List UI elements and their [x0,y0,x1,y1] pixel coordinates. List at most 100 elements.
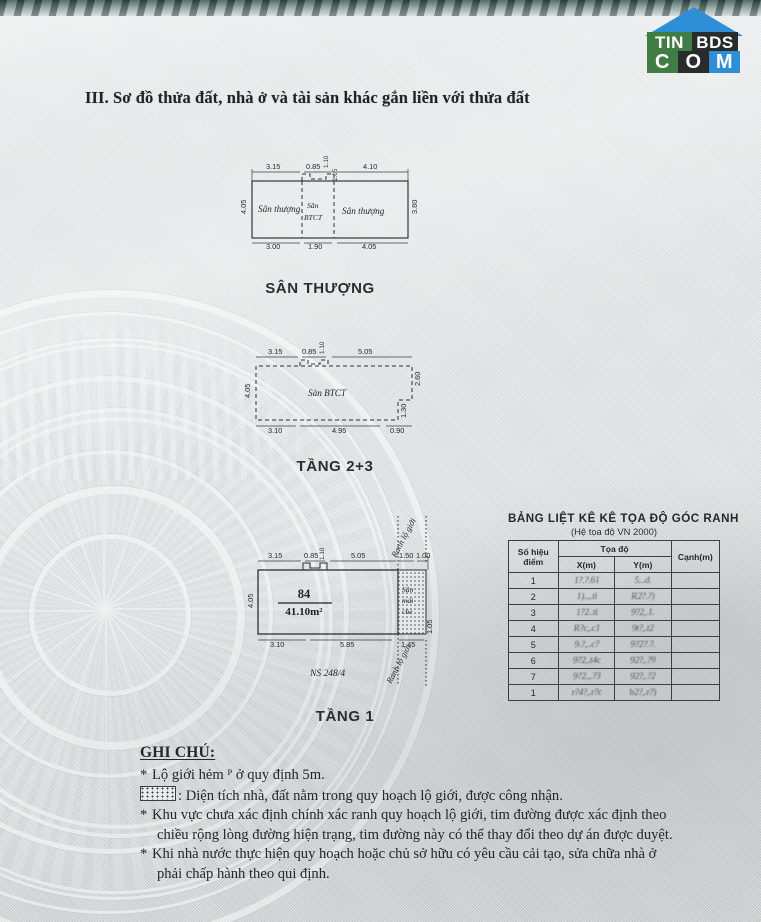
photo-top-edge-band [0,0,761,16]
coordinate-grid: Số hiệu điểm Tọa độ Cạnh(m) X(m) Y(m) 1 … [508,540,721,701]
cell-x: R?c,.c1 [557,620,616,637]
note-line: *Lộ giới hẻm ᴾ ở quy định 5m. [140,766,750,786]
dim-f1-top-1: 3.15 [268,551,282,560]
room-label-covered-1: Sân [402,585,414,594]
caption-floor1: TẦNG 1 [315,708,375,725]
room-label-covered-3: che [402,607,413,616]
cell-side [670,588,721,605]
dim-f23-top-3: 5.05 [358,347,372,356]
dim-roof-left: 4.05 [239,200,248,214]
cell-x: 9?2,.t4c [557,652,616,669]
room-label-f23: Sàn BTCT [308,388,347,398]
cell-side [670,572,721,589]
floor-plan-floor1: Ranh lộ giới Ranh lộ giới 3.15 0.85 5.05… [246,508,446,688]
room-label-covered-2: mái [402,596,413,605]
dim-roof-small-b: 1.05 [332,168,339,181]
cell-point: 3 [508,604,559,621]
dim-f1-top-4: 1.50 [399,551,413,560]
note-line: chiều rộng lòng đường hiện trạng, tim đư… [140,826,750,846]
coordinate-table: BẢNG LIỆT KÊ KÊ TỌA ĐỘ GÓC RANH (Hệ tọa … [508,512,739,701]
logo-bds-text: BDS [692,32,738,53]
note-line: *Khu vực chưa xác định chính xác ranh qu… [140,806,750,826]
logo-m-text: M [709,51,740,73]
dim-f23-right-lower: 1.30 [399,404,408,418]
note-text: Khu vực chưa xác định chính xác ranh quy… [152,807,667,823]
header-point: Số hiệu điểm [508,540,559,573]
floor-plan-roof: 3.15 0.85 4.10 1.10 1.05 3.00 1.90 4.05 … [238,148,428,253]
cell-x: 9?2.,.?3 [557,668,616,685]
cell-y: R2?.?) [614,588,672,605]
note-text: Lộ giới hẻm ᴾ ở quy định 5m. [152,767,325,783]
cell-y: 92?,.?9 [614,652,672,669]
table-row: 6 9?2,.t4c 92?,.?9 [508,652,721,669]
note-line-legend: : Diện tích nhà, đất nằm trong quy hoạch… [140,785,750,807]
coordinate-table-subtitle: (Hệ tọa độ VN 2000) [571,526,657,537]
caption-floor23: TẦNG 2+3 [296,458,374,475]
cell-y: b2?,.r?) [614,684,672,701]
dim-f23-top-2: 0.85 [302,347,316,356]
cell-x: r?4?,.r?c [557,684,616,701]
dim-f23-bottom-3: 0.90 [390,426,404,435]
table-header-row: Số hiệu điểm Tọa độ Cạnh(m) [508,540,721,573]
cell-x: 1?2..ti [557,604,616,621]
note-text: chiều rộng lòng đường hiện trạng, tim đư… [157,826,673,843]
cell-point: 1 [508,684,559,701]
cell-y: 9?2,.1. [614,604,672,621]
note-text: Khi nhà nước thực hiện quy hoạch hoặc ch… [152,846,657,862]
bullet-star: * [140,807,148,823]
dim-roof-top-2: 0.85 [306,162,320,171]
table-row: 1 r?4?,.r?c b2?,.r?) [508,684,721,701]
header-coords-group: Tọa độ [557,540,672,557]
dim-roof-bottom-1: 3.00 [266,242,280,251]
plot-area: 41.10m² [285,606,323,618]
dim-f1-right: 1.05 [425,620,434,634]
logo-c-text: C [647,51,678,73]
dim-f23-bottom-1: 3.10 [268,426,282,435]
note-line: *Khi nhà nước thực hiện quy hoạch hoặc c… [140,845,750,865]
coordinate-table-title: BẢNG LIỆT KÊ KÊ TỌA ĐỘ GÓC RANH [508,512,739,525]
dim-f1-top-3: 5.05 [351,551,365,560]
planning-area-swatch-icon [140,785,176,801]
dim-f23-right-upper: 2.60 [413,372,422,386]
table-row: 4 R?c,.c1 9t?,.t2 [508,620,721,637]
cell-y: 5...d. [614,572,672,589]
cell-y: 9t?,.t2 [614,620,672,637]
table-row: 2 1)..,.ti R2?.?) [508,588,721,605]
cell-point: 2 [508,588,559,605]
room-label-roof-mid-1: Sân [307,201,319,210]
table-row: 5 9.?,..c? 9?2?.?. [508,636,721,653]
header-point-line1: Số hiệu [517,546,549,557]
cell-side [670,604,721,621]
dim-f1-bottom-1: 3.10 [270,640,284,649]
dim-roof-top-3: 4.10 [363,162,377,171]
note-text: phải chấp hành theo qui định. [157,865,330,882]
cell-x: 1)..,.ti [557,588,616,605]
dim-roof-right: 3.80 [410,200,419,214]
cell-point: 7 [508,668,559,685]
tinbds-logo[interactable]: TIN BDS C O M [639,6,749,73]
caption-roof: SÂN THƯỢNG [265,280,375,297]
bullet-star: * [140,767,148,783]
cell-point: 1 [508,572,559,589]
dim-f23-left: 4.05 [243,384,252,398]
room-label-roof-right: Sân thượng [342,206,385,216]
page-title: III. Sơ đồ thửa đất, nhà ở và tài sản kh… [85,88,530,107]
cell-side [670,636,721,653]
header-side: Cạnh(m) [670,540,721,573]
cell-y: 92?,.?2 [614,668,672,685]
dim-roof-bottom-2: 1.90 [308,242,322,251]
dim-f1-left: 4.05 [246,594,255,608]
dim-f1-notch: 1.10 [319,547,326,560]
note-line: phải chấp hành theo qui định. [140,865,750,885]
dim-roof-bottom-3: 4.05 [362,242,376,251]
dim-f1-top-5: 1.00 [416,551,430,560]
notes-section: GHI CHÚ: *Lộ giới hẻm ᴾ ở quy định 5m. :… [140,744,750,884]
cell-y: 9?2?.?. [614,636,672,653]
bullet-star: * [140,846,148,862]
logo-o-text: O [678,51,709,73]
table-row: 7 9?2.,.?3 92?,.?2 [508,668,721,685]
header-y: Y(m) [614,556,672,573]
room-label-roof-mid-2: BTCT [304,213,323,222]
plot-number: 84 [298,587,311,601]
